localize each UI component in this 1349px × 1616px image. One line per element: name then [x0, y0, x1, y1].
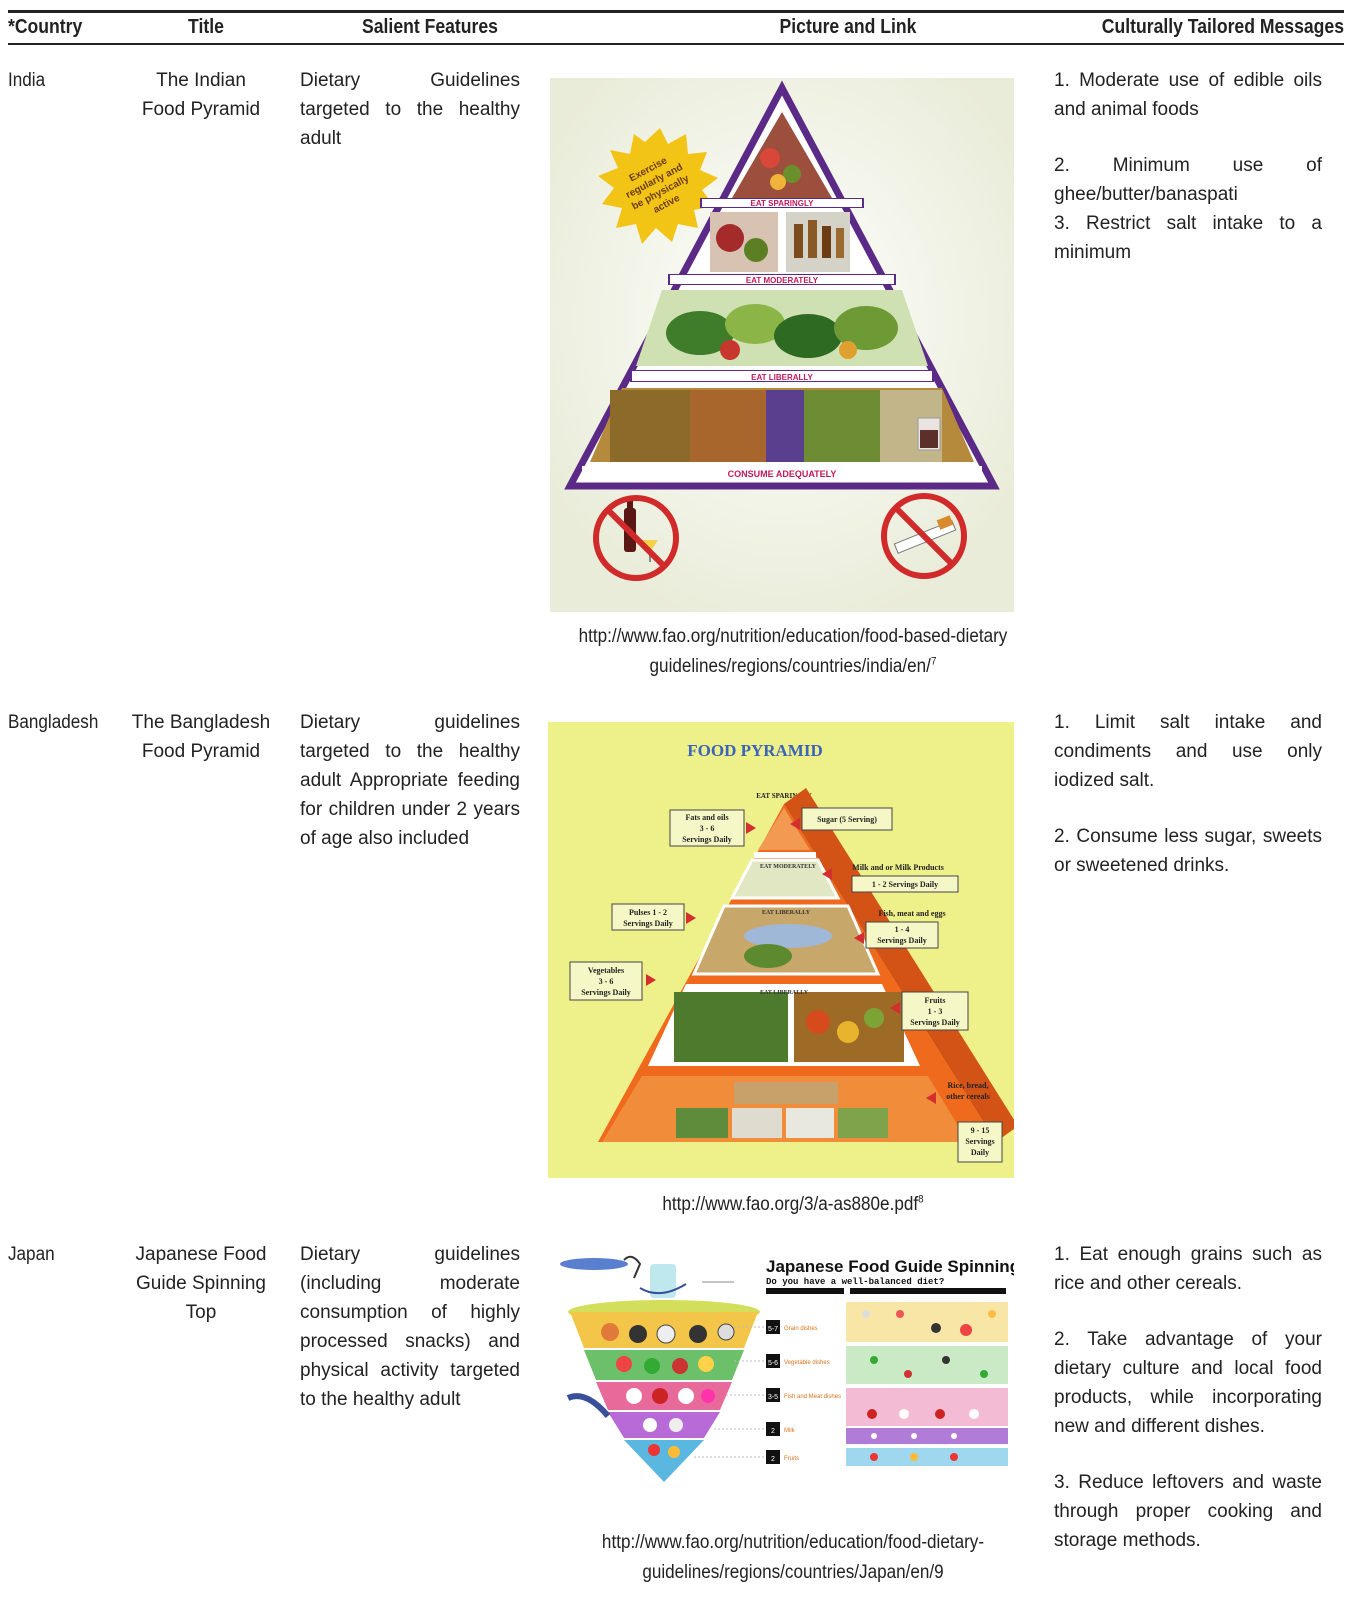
top-rule — [8, 10, 1344, 13]
message-item: 1. Limit salt intake and condiments and … — [1054, 712, 1322, 791]
svg-text:EAT SPARINGLY: EAT SPARINGLY — [751, 199, 815, 208]
message-item: 3. Restrict salt intake to a minimum — [1054, 213, 1322, 263]
message-item: 2. Take advantage of your dietary cultur… — [1054, 1329, 1322, 1437]
svg-text:Fruits: Fruits — [925, 996, 946, 1005]
svg-text:Servings Daily: Servings Daily — [581, 988, 631, 997]
svg-text:Servings Daily: Servings Daily — [910, 1018, 960, 1027]
features-cell: Dietary Guidelines targeted to the healt… — [300, 70, 520, 149]
india-link[interactable]: http://www.fao.org/nutrition/education/f… — [548, 622, 1038, 682]
message-item: 2. Consume less sugar, sweets or sweeten… — [1054, 826, 1322, 876]
svg-text:EAT SPARINGLY: EAT SPARINGLY — [756, 792, 812, 800]
japan-spinning-top-image: Japanese Food Guide Spinning Top Do you … — [554, 1250, 1014, 1486]
india-link-line-1: http://www.fao.org/nutrition/education/f… — [578, 626, 1008, 647]
svg-text:2: 2 — [771, 1428, 775, 1435]
header-rule — [8, 43, 1344, 45]
svg-text:Vegetable dishes: Vegetable dishes — [784, 1360, 830, 1366]
japan-image-heading: Japanese Food Guide Spinning Top — [766, 1257, 1014, 1276]
header-title: Title — [188, 16, 224, 38]
svg-text:Servings Daily: Servings Daily — [682, 835, 732, 844]
svg-text:5-6: 5-6 — [768, 1360, 778, 1367]
svg-text:3-5: 3-5 — [768, 1394, 778, 1401]
message-item: 3. Reduce leftovers and waste through pr… — [1054, 1472, 1322, 1551]
svg-text:3 - 6: 3 - 6 — [599, 977, 614, 986]
exercise-badge: Exercise regularly and be physically act… — [598, 128, 718, 244]
svg-text:Rice, bread,: Rice, bread, — [948, 1081, 989, 1090]
svg-text:Grain dishes: Grain dishes — [784, 1326, 818, 1332]
country-cell: Bangladesh — [8, 712, 99, 733]
title-cell: Japanese Food Guide Spinning Top — [135, 1244, 267, 1323]
message-item: 2. Minimum use of ghee/butter/banaspati — [1054, 155, 1322, 205]
svg-text:5-7: 5-7 — [768, 1326, 778, 1333]
message-item: 1. Eat enough grains such as rice and ot… — [1054, 1244, 1322, 1294]
header-picture: Picture and Link — [779, 16, 917, 38]
svg-text:2: 2 — [771, 1456, 775, 1463]
bangladesh-link[interactable]: http://www.fao.org/3/a-as880e.pdf8 — [662, 1193, 924, 1215]
svg-text:EAT LIBERALLY: EAT LIBERALLY — [760, 990, 809, 996]
svg-text:other cereals: other cereals — [946, 1092, 989, 1101]
svg-text:Fats and oils: Fats and oils — [685, 813, 728, 822]
svg-text:Milk: Milk — [784, 1428, 796, 1434]
no-smoking-icon — [881, 493, 967, 579]
bangladesh-food-pyramid-image: FOOD PYRAMID EAT SPARINGLY EAT MODERATEL… — [548, 722, 1014, 1178]
svg-text:1 - 2 Servings Daily: 1 - 2 Servings Daily — [872, 880, 938, 889]
svg-text:Vegetables: Vegetables — [588, 966, 624, 975]
features-cell: Dietary guidelines targeted to the healt… — [300, 712, 520, 849]
svg-text:3 - 6: 3 - 6 — [700, 824, 715, 833]
india-link-line-2: guidelines/regions/countries/india/en/7 — [649, 655, 937, 677]
svg-text:1 - 3: 1 - 3 — [928, 1007, 943, 1016]
svg-text:Servings Daily: Servings Daily — [623, 919, 673, 928]
messages-cell: 1. Moderate use of edible oils and anima… — [1054, 66, 1322, 294]
svg-text:EAT LIBERALLY: EAT LIBERALLY — [762, 910, 811, 916]
message-item: 1. Moderate use of edible oils and anima… — [1054, 70, 1322, 120]
header-messages: Culturally Tailored Messages — [1101, 16, 1344, 38]
country-cell: Japan — [8, 1244, 55, 1265]
svg-text:EAT MODERATELY: EAT MODERATELY — [746, 276, 819, 285]
no-alcohol-icon — [593, 495, 679, 581]
svg-text:Daily: Daily — [971, 1148, 989, 1157]
svg-text:EAT LIBERALLY: EAT LIBERALLY — [751, 373, 813, 382]
header-features: Salient Features — [362, 16, 498, 38]
country-cell: India — [8, 70, 46, 91]
title-cell: The Indian Food Pyramid — [141, 70, 261, 120]
header-country: *Country — [8, 16, 83, 38]
svg-text:Do you have a well-balanced di: Do you have a well-balanced diet? — [766, 1277, 944, 1287]
svg-text:Pulses 1 - 2: Pulses 1 - 2 — [629, 908, 667, 917]
svg-text:1 - 4: 1 - 4 — [895, 925, 910, 934]
svg-text:Sugar (5 Serving): Sugar (5 Serving) — [817, 815, 877, 824]
svg-text:9 - 15: 9 - 15 — [971, 1126, 990, 1135]
messages-cell: 1. Eat enough grains such as rice and ot… — [1054, 1240, 1322, 1582]
svg-text:EAT MODERATELY: EAT MODERATELY — [760, 864, 817, 870]
svg-text:Milk and or Milk Products: Milk and or Milk Products — [852, 863, 944, 872]
title-cell: The Bangladesh Food Pyramid — [131, 712, 271, 762]
svg-text:Servings Daily: Servings Daily — [877, 936, 927, 945]
features-cell: Dietary guidelines (including moderate c… — [300, 1244, 520, 1410]
svg-text:Fish, meat and eggs: Fish, meat and eggs — [878, 909, 945, 918]
svg-text:Fruits: Fruits — [784, 1456, 799, 1462]
svg-text:CONSUME ADEQUATELY: CONSUME ADEQUATELY — [728, 469, 837, 479]
messages-cell: 1. Limit salt intake and condiments and … — [1054, 708, 1322, 907]
svg-text:Servings: Servings — [965, 1137, 994, 1146]
japan-link[interactable]: http://www.fao.org/nutrition/education/f… — [601, 1532, 985, 1583]
india-food-pyramid-image: Exercise regularly and be physically act… — [550, 78, 1014, 612]
svg-text:Fish and Meat dishes: Fish and Meat dishes — [784, 1394, 841, 1400]
bangladesh-image-heading: FOOD PYRAMID — [687, 741, 823, 760]
